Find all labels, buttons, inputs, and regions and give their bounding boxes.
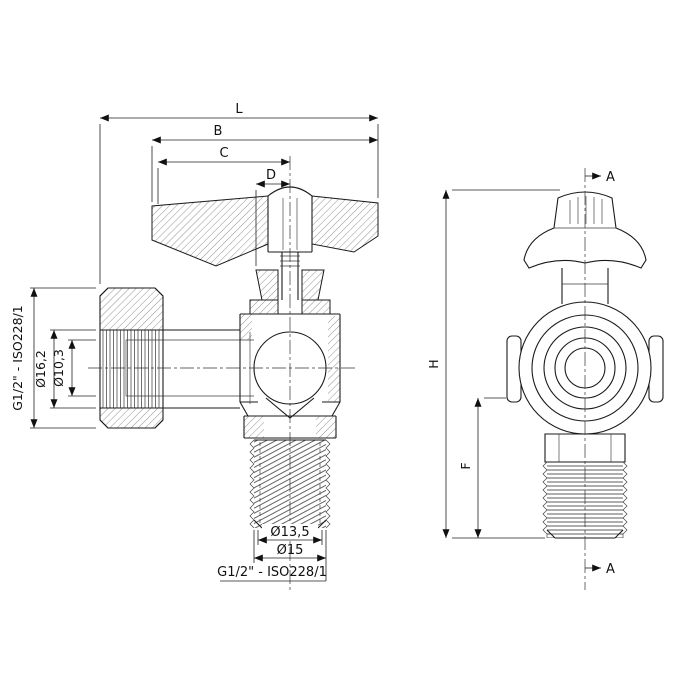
dim-label-F: F bbox=[458, 462, 473, 469]
dimension-d16-2: Ø16,2 bbox=[33, 329, 96, 409]
callout-bore-diameter: Ø10,3 bbox=[51, 349, 66, 387]
bonnet-stem bbox=[249, 252, 331, 315]
callout-bottom-thread-spec: G1/2" - ISO228/1 bbox=[217, 565, 327, 580]
handle bbox=[151, 186, 379, 267]
callout-core-diameter: Ø13,5 bbox=[270, 525, 309, 540]
centerlines bbox=[88, 156, 358, 592]
dimension-H: H bbox=[426, 189, 560, 539]
front-view bbox=[99, 186, 379, 529]
inlet-tube bbox=[125, 329, 254, 409]
dim-label-L: L bbox=[235, 102, 243, 117]
dim-label-B: B bbox=[214, 124, 223, 139]
dimension-F: F bbox=[458, 397, 506, 538]
callout-left-thread-spec: G1/2" - ISO228/1 bbox=[10, 305, 25, 411]
dimension-B: B bbox=[151, 124, 378, 202]
dimension-D: D bbox=[255, 168, 290, 266]
dimension-C: C bbox=[157, 146, 290, 204]
side-handle bbox=[523, 191, 647, 269]
side-body-circles bbox=[518, 301, 652, 435]
section-line-AA: A A bbox=[584, 168, 615, 590]
callout-outer-diameter: Ø16,2 bbox=[33, 350, 48, 388]
dimension-L: L bbox=[99, 102, 379, 284]
dim-label-C: C bbox=[219, 146, 228, 161]
dimension-d15: Ø15 bbox=[253, 530, 327, 581]
section-label-bottom: A bbox=[606, 562, 615, 577]
section-label-top: A bbox=[606, 170, 615, 185]
dimension-left-thread: G1/2" - ISO228/1 bbox=[10, 287, 96, 429]
callout-thread-diameter: Ø15 bbox=[277, 543, 304, 558]
dimension-bottom-thread: G1/2" - ISO228/1 bbox=[217, 565, 327, 582]
swivel-nut bbox=[99, 287, 164, 429]
dimension-d13-5: Ø13,5 bbox=[257, 524, 323, 545]
dim-label-D: D bbox=[266, 168, 276, 183]
dim-label-H: H bbox=[426, 359, 441, 368]
dimension-d10-3: Ø10,3 bbox=[51, 339, 96, 397]
